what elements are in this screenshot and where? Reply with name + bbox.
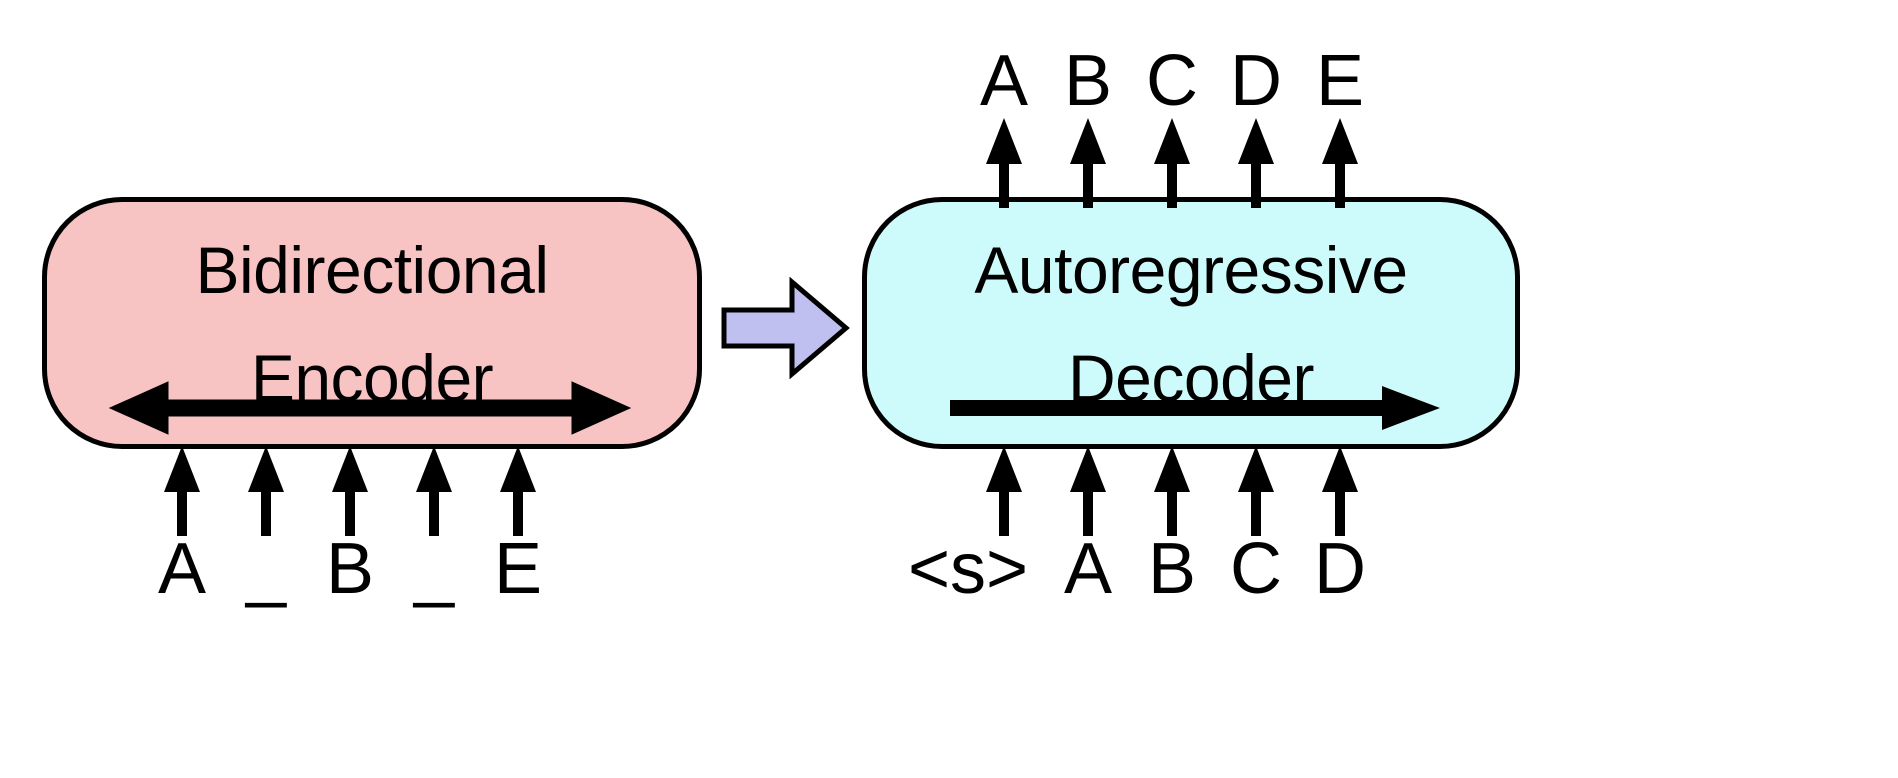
decoder-input-arrow (962, 446, 1046, 536)
decoder-output-arrow (962, 118, 1046, 208)
encoder-input-arrows (140, 446, 560, 536)
encoder-input-token: _ (413, 529, 455, 609)
decoder-output-token: B (1063, 41, 1113, 121)
decoder-output-tokens: A B C D E (962, 42, 1382, 120)
encoder-input-arrow (224, 446, 308, 536)
encoder-input-arrow (140, 446, 224, 536)
decoder-input-token: C (1230, 529, 1282, 609)
decoder-input-arrow (1046, 446, 1130, 536)
decoder-input-token: B (1147, 529, 1197, 609)
block-arrow-right-icon (721, 276, 850, 380)
decoder-input-arrow (1214, 446, 1298, 536)
decoder-output-token: E (1315, 41, 1365, 121)
encoder-input-arrow (476, 446, 560, 536)
decoder-output-token: C (1146, 41, 1198, 121)
encoder-title-line1: Bidirectional (195, 233, 549, 307)
encoder-input-token: A (157, 529, 207, 609)
encoder-input-token: B (325, 529, 375, 609)
bidirectional-arrow-icon (108, 381, 632, 435)
decoder-output-arrow (1130, 118, 1214, 208)
decoder-input-arrow (1130, 446, 1214, 536)
decoder-output-arrow (1046, 118, 1130, 208)
encoder-input-token: E (493, 529, 543, 609)
decoder-input-arrows (962, 446, 1382, 536)
decoder-input-token: A (1063, 529, 1113, 609)
decoder-input-arrow (1298, 446, 1382, 536)
rightward-arrow-icon (950, 386, 1440, 430)
decoder-input-token: <s> (907, 529, 1029, 609)
encoder-input-token: _ (245, 529, 287, 609)
decoder-output-arrow (1214, 118, 1298, 208)
encoder-input-arrow (392, 446, 476, 536)
decoder-output-token: D (1230, 41, 1282, 121)
decoder-output-token: A (979, 41, 1029, 121)
decoder-output-arrow (1298, 118, 1382, 208)
encoder-input-arrow (308, 446, 392, 536)
decoder-title-line1: Autoregressive (974, 233, 1408, 307)
decoder-input-token: D (1314, 529, 1366, 609)
decoder-input-tokens: <s> A B C D (890, 530, 1454, 608)
decoder-output-arrows (962, 118, 1382, 208)
encoder-input-tokens: A _ B _ E (140, 530, 560, 608)
